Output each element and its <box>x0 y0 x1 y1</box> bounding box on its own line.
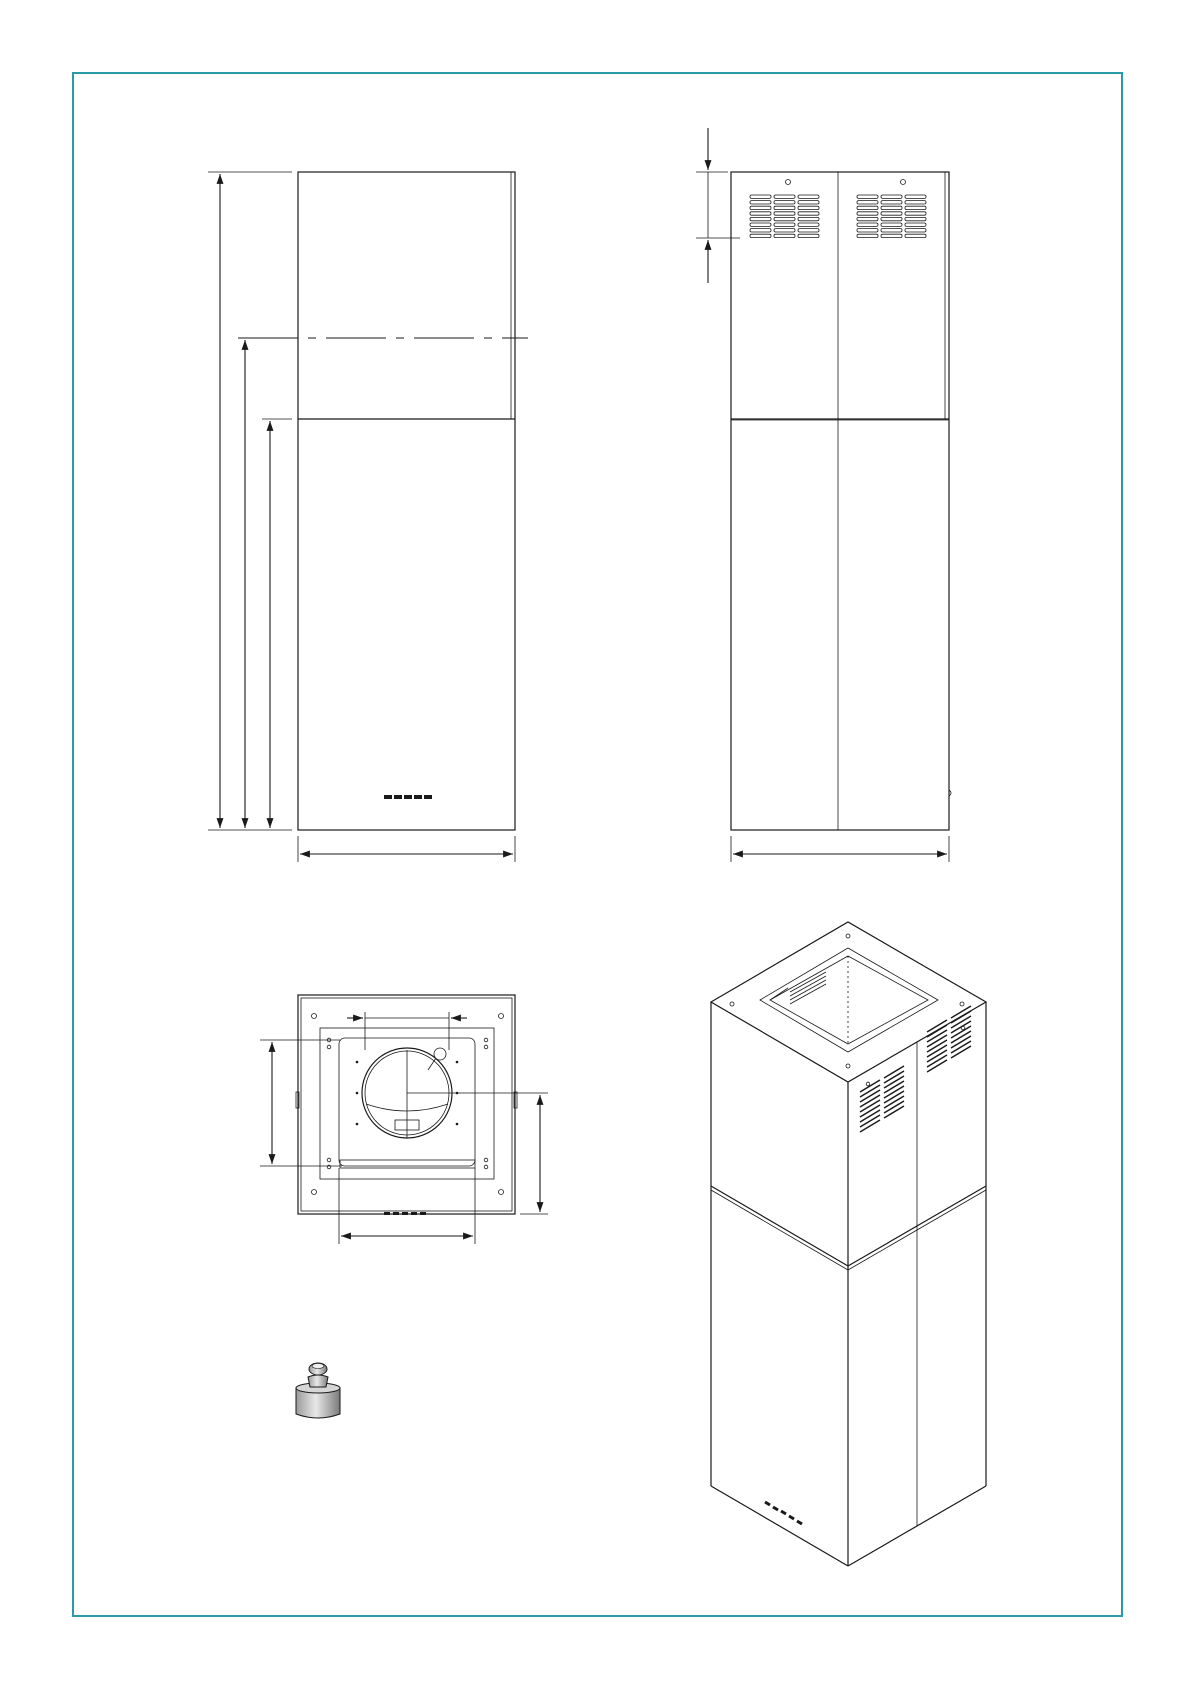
vent-slot <box>798 206 819 209</box>
vent-slot <box>774 234 795 237</box>
vent-slot <box>750 234 771 237</box>
vent-slot <box>905 201 926 204</box>
vent-slot <box>774 217 795 220</box>
vent-slot <box>881 217 902 220</box>
iso-vent-left <box>860 1066 904 1132</box>
vent-slot <box>750 212 771 215</box>
control-buttons <box>384 795 432 799</box>
vent-slot <box>774 206 795 209</box>
vent-slot <box>750 206 771 209</box>
vent-slot <box>857 212 878 215</box>
vent-slot <box>857 206 878 209</box>
vent-slot <box>798 212 819 215</box>
vent-slot <box>750 195 771 198</box>
vent-slot <box>750 229 771 232</box>
vent-slot <box>881 212 902 215</box>
vent-slot <box>857 234 878 237</box>
vent-slot <box>798 223 819 226</box>
vent-slot <box>881 206 902 209</box>
side-view <box>696 128 951 862</box>
front-view <box>208 172 528 862</box>
vent-slot <box>798 229 819 232</box>
vent-slot <box>881 201 902 204</box>
vent-slot <box>905 223 926 226</box>
vent-slot <box>857 201 878 204</box>
vent-slot <box>750 223 771 226</box>
weight-icon <box>296 1363 340 1418</box>
vent-slot <box>905 212 926 215</box>
vent-slot <box>905 234 926 237</box>
vent-slot <box>857 229 878 232</box>
vent-slot <box>798 234 819 237</box>
vent-slot <box>774 212 795 215</box>
vent-slot <box>905 217 926 220</box>
vent-slot <box>881 229 902 232</box>
top-view <box>260 995 548 1244</box>
vent-slot <box>774 201 795 204</box>
vent-slot <box>905 195 926 198</box>
vent-slot <box>774 229 795 232</box>
vent-slot <box>774 223 795 226</box>
vent-slot <box>774 195 795 198</box>
vent-slot <box>798 201 819 204</box>
vent-slot <box>857 223 878 226</box>
vent-slot <box>881 234 902 237</box>
vent-slot <box>750 217 771 220</box>
vent-slot <box>881 195 902 198</box>
page-frame <box>73 73 1122 1616</box>
vent-slot <box>798 195 819 198</box>
vent-slot <box>905 206 926 209</box>
iso-vent-right <box>927 1006 971 1072</box>
vent-slot <box>881 223 902 226</box>
vent-slot <box>750 201 771 204</box>
vent-grille-right <box>857 195 926 238</box>
isometric-view <box>711 922 986 1566</box>
vent-grille-left <box>750 195 819 238</box>
vent-slot <box>857 217 878 220</box>
vent-slot <box>905 229 926 232</box>
vent-slot <box>857 195 878 198</box>
vent-slot <box>798 217 819 220</box>
